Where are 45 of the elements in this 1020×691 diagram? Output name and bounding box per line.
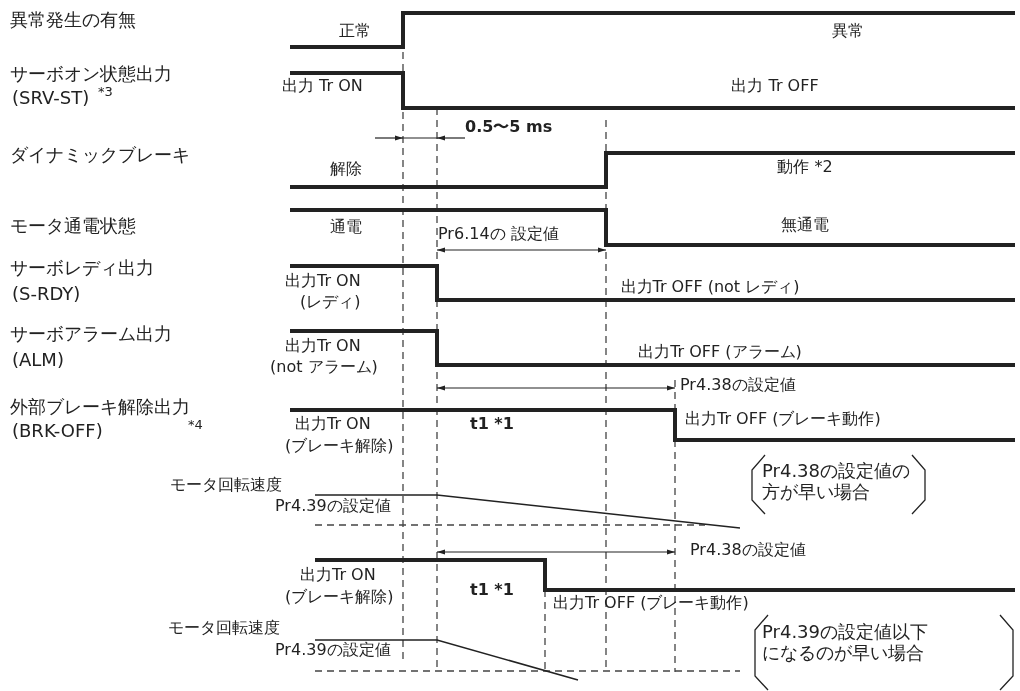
- state-label: Pr4.39の設定値: [275, 497, 391, 516]
- state-label: モータ回転速度: [170, 476, 282, 495]
- signal-name: サーボアラーム出力: [10, 324, 172, 345]
- signal-name: (S-RDY): [12, 284, 81, 305]
- state-label: 出力Tr ON: [285, 272, 361, 291]
- signal-name: 外部ブレーキ解除出力: [10, 397, 190, 418]
- signal-name: 異常発生の有無: [10, 10, 136, 31]
- state-label: 出力 Tr OFF: [731, 77, 819, 96]
- condition-note: Pr4.38の設定値の方が早い場合: [762, 461, 911, 503]
- state-label: 出力 Tr ON: [282, 77, 363, 96]
- signal-name: (ALM): [12, 350, 64, 371]
- state-label: Pr4.38の設定値: [680, 376, 796, 395]
- state-label: 出力Tr OFF (アラーム): [638, 343, 802, 362]
- state-label: 出力Tr OFF (ブレーキ動作): [685, 410, 881, 429]
- state-label: Pr4.39の設定値: [275, 641, 391, 660]
- state-label: (ブレーキ解除): [285, 588, 394, 607]
- state-label: 出力Tr OFF (not レディ): [620, 278, 800, 297]
- state-label: (not アラーム): [270, 358, 378, 377]
- state-label: 異常: [832, 22, 864, 41]
- state-label: 正常: [339, 22, 371, 41]
- state-label: 出力Tr OFF (ブレーキ動作): [553, 594, 749, 613]
- state-label: 出力Tr ON: [300, 566, 376, 585]
- state-label: (レディ): [300, 293, 361, 312]
- timing-label: t1 *1: [470, 415, 514, 434]
- signal-name: (SRV-ST): [12, 88, 90, 109]
- state-label: 解除: [330, 160, 362, 179]
- state-label: 通電: [330, 218, 362, 237]
- state-label: Pr4.38の設定値: [690, 541, 806, 560]
- condition-note: Pr4.39の設定値以下になるのが早い場合: [762, 622, 929, 664]
- timing-label: 0.5〜5 ms: [465, 118, 553, 137]
- state-label: 動作 *2: [777, 158, 833, 177]
- signal-name: サーボオン状態出力: [10, 64, 172, 85]
- state-label: 無通電: [781, 216, 829, 235]
- state-label: 出力Tr ON: [295, 415, 371, 434]
- signal-name: (BRK-OFF): [12, 421, 103, 442]
- signal-name: ダイナミックブレーキ: [10, 145, 190, 166]
- signal-name: サーボレディ出力: [10, 258, 154, 279]
- state-label: (ブレーキ解除): [285, 437, 394, 456]
- timing-label: t1 *1: [470, 581, 514, 600]
- footnote-mark: *3: [98, 85, 113, 100]
- footnote-mark: *4: [188, 418, 203, 433]
- state-label: Pr6.14の 設定値: [438, 225, 559, 244]
- signal-name: モータ通電状態: [10, 216, 136, 237]
- state-label: 出力Tr ON: [285, 337, 361, 356]
- state-label: モータ回転速度: [168, 619, 280, 638]
